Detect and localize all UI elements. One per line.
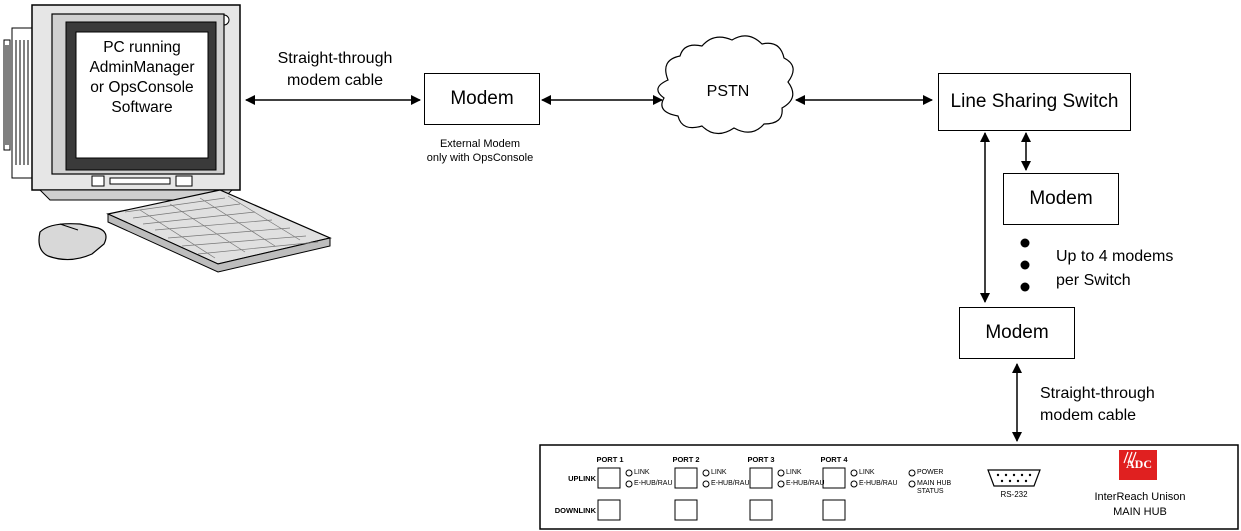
cable-label-line: modem cable: [1040, 407, 1137, 424]
led-link-label: LINK: [786, 469, 802, 476]
pc-label: PC running AdminManager or OpsConsole So…: [76, 38, 208, 118]
led-link-label: LINK: [634, 469, 650, 476]
pc-label-line: Software: [111, 99, 173, 116]
port-2-label: PORT 2: [672, 455, 700, 464]
modem-count-label: Up to 4 modems per Switch: [1056, 245, 1226, 293]
status-label-line: MAIN HUB: [917, 480, 952, 487]
led-ehub-label: E-HUB/RAU: [786, 480, 825, 487]
connectors: [245, 95, 1031, 442]
pstn-cloud: [657, 35, 794, 135]
modem-count-line: per Switch: [1056, 272, 1131, 289]
mouse: [38, 223, 107, 261]
cable-label-line: Straight-through: [277, 50, 393, 67]
modem-top-note-line: External Modem: [439, 138, 521, 150]
pc-label-line: PC running: [103, 39, 181, 56]
power-label: POWER: [917, 469, 944, 476]
modem-ellipsis: [1020, 238, 1030, 292]
main-hub-name-line: MAIN HUB: [1113, 506, 1167, 518]
line-sharing-switch: Line Sharing Switch: [938, 73, 1131, 131]
modem-bottom: Modem: [959, 307, 1075, 359]
led-ehub-label: E-HUB/RAU: [711, 480, 750, 487]
pc-label-line: or OpsConsole: [90, 79, 194, 96]
cable-label-bottom: Straight-through modem cable: [1040, 383, 1200, 427]
pstn-label: PSTN: [706, 83, 750, 100]
cable-label-top: Straight-through modem cable: [255, 48, 415, 92]
modem-top-note: External Modem only with OpsConsole: [390, 137, 570, 165]
main-hub-panel: [539, 444, 1239, 530]
port-4-label: PORT 4: [820, 455, 848, 464]
modem-top-note-line: only with OpsConsole: [426, 152, 534, 164]
port-3-label: PORT 3: [747, 455, 775, 464]
main-hub-name-line: InterReach Unison: [1094, 491, 1186, 503]
uplink-label: UPLINK: [568, 474, 596, 483]
rs232-connector: [987, 469, 1041, 487]
status-label-line: STATUS: [917, 488, 944, 495]
cable-label-line: Straight-through: [1040, 385, 1155, 402]
modem-right: Modem: [1003, 173, 1119, 225]
port-1-label: PORT 1: [596, 455, 624, 464]
led-link-label: LINK: [711, 469, 727, 476]
main-hub-name: InterReach Unison MAIN HUB: [1078, 490, 1202, 520]
led-ehub-label: E-HUB/RAU: [634, 480, 673, 487]
adc-logo: [1119, 450, 1157, 480]
led-ehub-label: E-HUB/RAU: [859, 480, 898, 487]
downlink-label: DOWNLINK: [554, 506, 596, 515]
adc-logo-text: ADC: [1126, 457, 1152, 471]
pc-label-line: AdminManager: [89, 59, 195, 76]
rs232-label: RS-232: [1000, 490, 1028, 499]
modem-top: Modem: [424, 73, 540, 125]
cable-label-line: modem cable: [286, 72, 384, 89]
pc-monitor: [3, 4, 241, 201]
led-link-label: LINK: [859, 469, 875, 476]
keyboard: [106, 189, 332, 273]
status-label: MAIN HUB STATUS: [917, 480, 951, 496]
modem-count-line: Up to 4 modems: [1056, 248, 1174, 265]
